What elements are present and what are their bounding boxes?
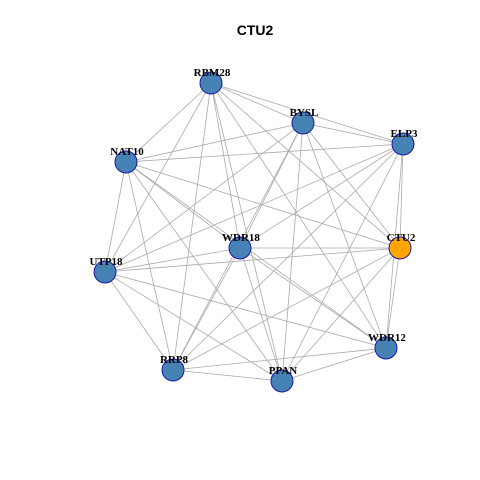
edge-nat10-wdr12 <box>125 161 387 349</box>
edge-bysl-elp3 <box>302 122 404 145</box>
node-utp18: UTP18 <box>90 256 124 284</box>
edge-nat10-wdr18 <box>125 161 241 249</box>
edge-nat10-ctu2 <box>125 161 401 249</box>
edge-bysl-ctu2 <box>302 122 401 249</box>
node-circle-nat10 <box>114 150 138 174</box>
edge-wdr12-ppan <box>281 347 387 382</box>
node-bysl: BYSL <box>290 107 319 135</box>
node-ctu2: CTU2 <box>387 232 416 260</box>
edge-layer <box>104 82 404 382</box>
node-wdr18: WDR18 <box>222 232 260 260</box>
node-label-utp18: UTP18 <box>90 256 124 268</box>
node-label-bysl: BYSL <box>290 107 319 119</box>
edge-ctu2-rrp8 <box>172 247 401 371</box>
edge-wdr12-rrp8 <box>172 347 387 371</box>
node-circle-wdr12 <box>374 336 398 360</box>
edge-rrp8-ppan <box>172 369 283 382</box>
edge-rbm28-utp18 <box>104 82 212 273</box>
edge-bysl-wdr18 <box>239 122 304 249</box>
node-circle-elp3 <box>391 132 415 156</box>
edge-ctu2-ppan <box>281 247 401 382</box>
edge-ctu2-wdr12 <box>385 247 401 349</box>
edge-elp3-ppan <box>281 143 404 382</box>
edge-utp18-ppan <box>104 271 283 382</box>
node-label-nat10: NAT10 <box>110 146 144 158</box>
edge-wdr18-rrp8 <box>172 247 241 371</box>
graph-title: CTU2 <box>237 22 274 38</box>
edge-rbm28-ctu2 <box>210 82 401 249</box>
edge-nat10-rrp8 <box>125 161 174 371</box>
edge-rbm28-rrp8 <box>172 82 212 371</box>
node-rbm28: RBM28 <box>194 67 231 95</box>
edge-bysl-utp18 <box>104 122 304 273</box>
edge-utp18-wdr12 <box>104 271 387 349</box>
node-label-wdr12: WDR12 <box>368 332 406 344</box>
node-label-rrp8: RRP8 <box>160 354 189 366</box>
edge-elp3-utp18 <box>104 143 404 273</box>
node-label-ctu2: CTU2 <box>387 232 416 244</box>
node-label-rbm28: RBM28 <box>194 67 231 79</box>
node-rrp8: RRP8 <box>160 354 189 382</box>
edge-wdr18-wdr12 <box>239 247 387 349</box>
node-label-ppan: PPAN <box>269 365 298 377</box>
edge-rbm28-wdr12 <box>210 82 387 349</box>
node-circle-rrp8 <box>161 358 185 382</box>
node-elp3: ELP3 <box>391 128 418 156</box>
node-circle-wdr18 <box>228 236 252 260</box>
edge-bysl-ppan <box>281 122 304 382</box>
edge-utp18-rrp8 <box>104 271 174 371</box>
edge-rbm28-nat10 <box>125 82 212 163</box>
node-label-elp3: ELP3 <box>391 128 418 140</box>
edge-bysl-nat10 <box>125 122 304 163</box>
node-circle-utp18 <box>93 260 117 284</box>
node-label-wdr18: WDR18 <box>222 232 260 244</box>
edge-elp3-ctu2 <box>399 143 404 249</box>
edge-rbm28-bysl <box>210 82 304 124</box>
edge-bysl-wdr12 <box>302 122 387 349</box>
node-wdr12: WDR12 <box>368 332 406 360</box>
edge-nat10-utp18 <box>104 161 127 273</box>
node-circle-rbm28 <box>199 71 223 95</box>
edge-elp3-nat10 <box>125 143 404 163</box>
node-circle-bysl <box>291 111 315 135</box>
node-nat10: NAT10 <box>110 146 144 174</box>
edge-rbm28-wdr18 <box>210 82 241 249</box>
edge-elp3-wdr18 <box>239 143 404 249</box>
edge-ctu2-utp18 <box>104 247 401 273</box>
edge-rbm28-ppan <box>210 82 283 382</box>
node-ppan: PPAN <box>269 365 298 393</box>
edge-wdr18-utp18 <box>104 247 241 273</box>
node-circle-ctu2 <box>388 236 412 260</box>
node-circle-ppan <box>270 369 294 393</box>
edge-nat10-ppan <box>125 161 283 382</box>
